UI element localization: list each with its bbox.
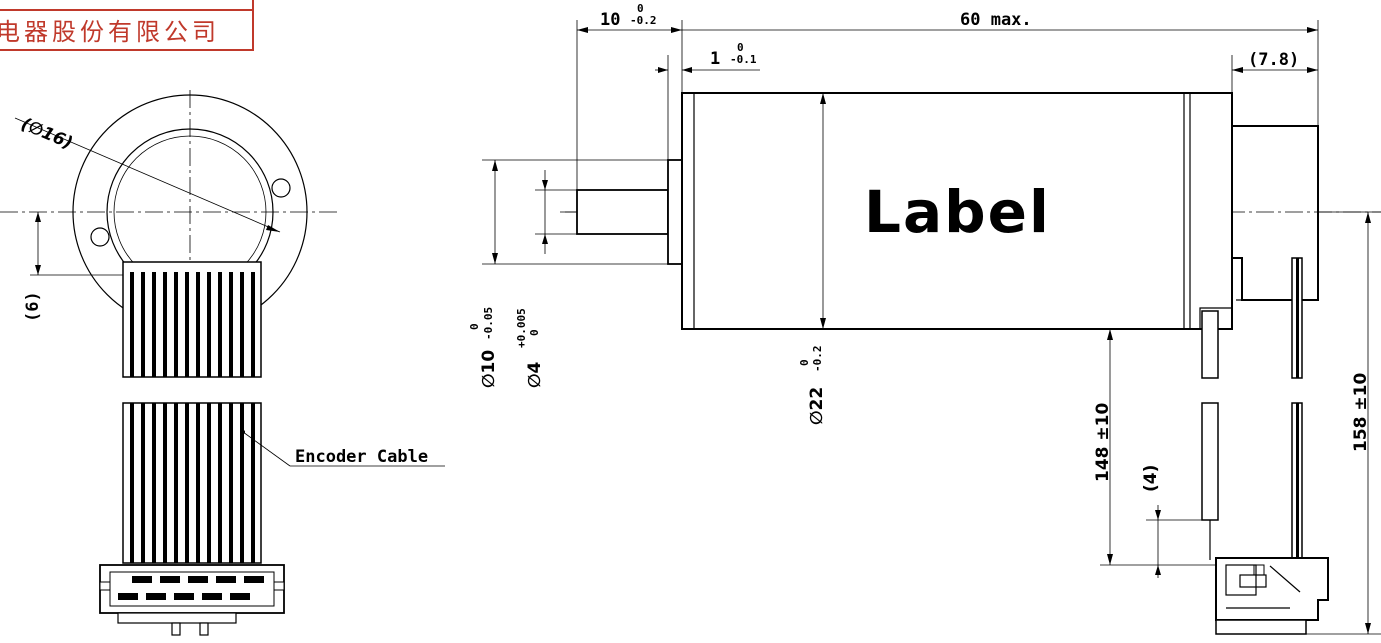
dim-body-dia-value: ∅22 xyxy=(807,387,827,425)
company-banner: 电器股份有限公司 xyxy=(0,0,254,51)
dim-strip: (4) xyxy=(1141,465,1161,492)
ribbon-cable-upper xyxy=(122,261,262,378)
dim-lead-148: 148 ±10 xyxy=(1093,403,1113,482)
cable-label: Encoder Cable xyxy=(295,447,428,467)
motor-shaft xyxy=(576,189,669,235)
mount-hole-right xyxy=(271,178,291,198)
dim-pilot-dia-value: ∅10 xyxy=(479,350,499,388)
dim-body-dia-lower: -0.2 xyxy=(811,346,824,373)
front-diameter-label: (∅16) xyxy=(18,114,75,153)
front-offset-label: (6) xyxy=(23,291,43,322)
dim-pilot-dia-upper: 0 xyxy=(468,323,481,330)
ribbon-cable-lower: Encoder Cable xyxy=(122,402,445,564)
dim-body-dia-upper: 0 xyxy=(798,359,811,366)
dim-flange-upper: 0 xyxy=(737,41,744,54)
dim-shaft-dia-upper: +0.005 xyxy=(515,308,528,348)
dim-shaft-length-lower: -0.2 xyxy=(630,14,657,27)
dim-rear: (7.8) xyxy=(1248,50,1299,70)
side-view: Label 10 0 -0.2 60 max. 1 0 -0.1 (7.8) xyxy=(468,2,1381,635)
motor-pilot xyxy=(667,159,683,265)
dim-shaft-dia-value: ∅4 xyxy=(525,361,545,388)
dim-flange-value: 1 xyxy=(710,49,720,69)
dim-shaft-dia-lower: 0 xyxy=(528,329,541,336)
dim-total-length: 60 max. xyxy=(960,10,1032,30)
dim-pilot-dia-lower: -0.05 xyxy=(482,307,495,340)
connector xyxy=(99,564,285,636)
mount-hole-left xyxy=(90,227,110,247)
dim-flange-lower: -0.1 xyxy=(730,53,757,66)
dim-shaft-length-upper: 0 xyxy=(637,2,644,15)
dim-lead-158: 158 ±10 xyxy=(1351,373,1371,452)
dim-shaft-length-value: 10 xyxy=(600,10,620,30)
company-banner-text: 电器股份有限公司 xyxy=(0,18,220,46)
motor-body-label: Label xyxy=(864,178,1051,246)
